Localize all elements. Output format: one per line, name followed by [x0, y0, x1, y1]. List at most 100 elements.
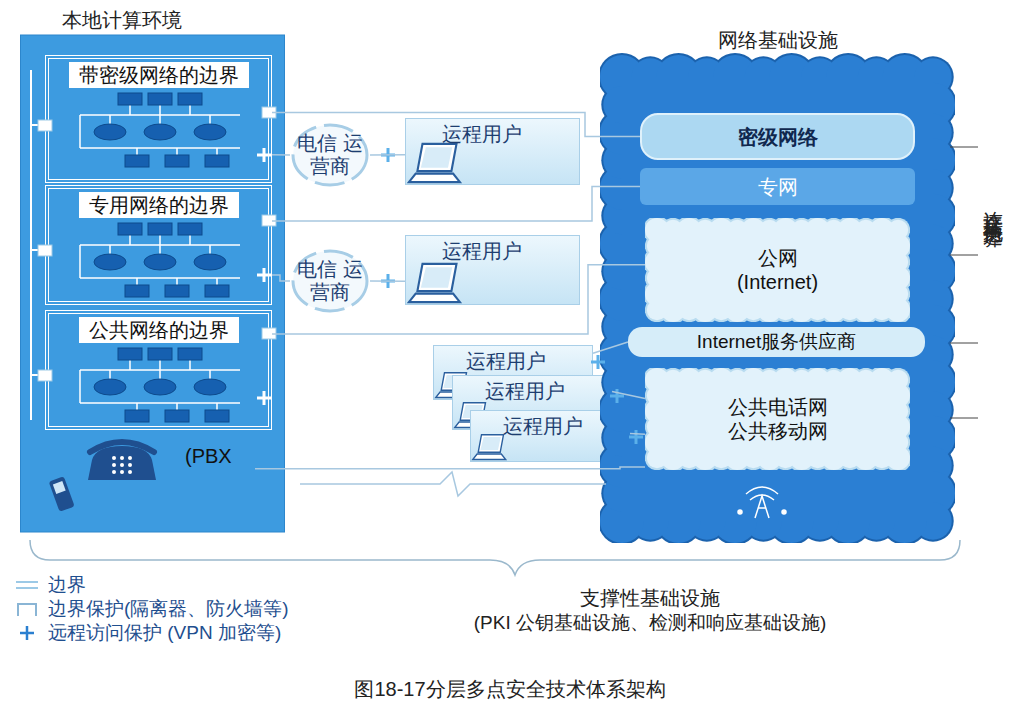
remote-access-protection: [591, 355, 605, 369]
ellipse-outline: [293, 251, 367, 311]
node-text: 运程用户: [442, 239, 522, 263]
cloud-shape: [645, 368, 910, 470]
connector-line: [612, 392, 645, 399]
wireless-link: [300, 472, 606, 496]
remote-access-protection: [257, 148, 271, 162]
remote-access-protection: [381, 148, 395, 162]
remote-access-protection: [629, 430, 643, 444]
legend-swatch: [14, 624, 40, 642]
boundary-protection: [38, 370, 52, 381]
boundary-link: [31, 70, 38, 420]
connector-line: [272, 265, 645, 334]
laptop-icon: [409, 144, 460, 182]
telephone-icon: [128, 463, 132, 467]
remote-access-protection: [381, 148, 643, 444]
network-band: 专网: [640, 168, 915, 205]
mobile-phone-icon: [53, 481, 66, 494]
node-text: 运程用户: [466, 349, 546, 373]
node-text: 公共电话网 公共移动网: [718, 395, 838, 443]
environment-panel: [21, 35, 285, 532]
environment-box: 本地计算环境带密级网络的边界专用网络的边界公共网络的边界(PBX: [20, 8, 285, 533]
connector-line: [255, 467, 645, 469]
boundary-box: 专用网络的边界: [45, 185, 272, 305]
cloud-body: [657, 230, 898, 310]
boundary-box: 带密级网络的边界: [45, 55, 272, 183]
mobile-phone-icon: [49, 476, 75, 512]
network-symbol: [80, 348, 240, 422]
connector-line: [272, 154, 290, 156]
remote-access-protection: [257, 391, 271, 405]
ellipse-outline: [293, 125, 367, 185]
telephone-icon: [112, 456, 132, 474]
laptop-base: [409, 294, 460, 303]
tower-icon: [755, 496, 769, 518]
carrier-ellipse: 电信 运营商: [290, 248, 370, 314]
carrier-ellipse: 电信 运营商: [290, 122, 370, 188]
cloud-body: [657, 380, 898, 458]
remote-access-protection: [257, 148, 271, 405]
cloud-body: [620, 75, 935, 523]
remote-user-box: 运程用户: [405, 118, 580, 185]
node-text: Internet服务供应商: [697, 331, 856, 354]
network-symbol: [80, 223, 240, 297]
legend-swatch: [14, 576, 40, 594]
laptop-display: [421, 267, 452, 287]
remote-access-protection: [257, 268, 271, 282]
telephone-icon: [88, 442, 156, 480]
connector-line: [272, 187, 640, 222]
node-text: 公网 (Internet): [718, 246, 838, 294]
network-cloud: 公网 (Internet): [645, 218, 910, 322]
laptop-base: [473, 454, 506, 460]
remote-access-sample: [20, 626, 34, 640]
node-text: 带密级网络的边界: [69, 62, 249, 88]
node-text: 密级网络: [738, 125, 818, 149]
pbx-node: (PBX: [185, 440, 255, 472]
telephone-icon: [112, 456, 116, 460]
figure-caption: 图18-17分层多点安全技术体系架构: [0, 676, 1020, 703]
network-band: Internet服务供应商: [628, 327, 925, 357]
laptop-display: [421, 147, 452, 167]
cloud-shape: [600, 53, 955, 543]
node-text: (PBX: [185, 444, 232, 468]
remote-user-box: 运程用户: [405, 235, 580, 305]
brace: [30, 540, 960, 575]
laptop-icon: [409, 264, 460, 302]
protection-sample: [18, 604, 36, 616]
telephone-icon: [120, 463, 124, 467]
telephone-icon: [90, 442, 154, 452]
connector-line: [630, 433, 645, 435]
cloud-body: [655, 228, 900, 312]
support-label: 支撑性基础设施: [450, 585, 850, 612]
boundary-protection: [262, 215, 276, 226]
network-band: 密级网络: [640, 113, 915, 160]
mobile-phone-icon: [49, 476, 75, 512]
boundary-protection: [38, 120, 52, 131]
node-text: 专用网络的边界: [79, 192, 239, 218]
telephone-icon: [112, 470, 116, 474]
legend-text: 远程访问保护 (VPN 加密等): [48, 620, 281, 646]
laptop-display: [480, 437, 500, 450]
connector-line: [272, 113, 640, 137]
support-label: (PKI 公钥基础设施、检测和响应基础设施): [420, 610, 880, 636]
cloud-outline: [645, 218, 910, 322]
network-symbol: [80, 93, 240, 167]
boundary-protection: [262, 107, 276, 118]
telephone-icon: [128, 456, 132, 460]
tower-icon: [782, 510, 786, 514]
connector-line: [593, 342, 628, 353]
boundary-sample: [16, 582, 38, 588]
external-link: [950, 147, 978, 418]
laptop-screen: [417, 264, 456, 291]
infrastructure-cloud: 网络基础设施密级网络专网公网 (Internet)Internet服务供应商公共…: [600, 28, 955, 543]
side-note: 连接至其他边界: [980, 195, 1007, 216]
external-link: [950, 147, 978, 418]
cloud-outline: [645, 368, 910, 470]
node-text: 公共网络的边界: [79, 317, 239, 343]
laptop-screen: [478, 435, 503, 453]
legend-row: 边界保护(隔离器、防火墙等): [14, 596, 289, 622]
remote-access-protection: [381, 274, 395, 288]
node-text: 运程用户: [503, 414, 583, 438]
legend-text: 边界保护(隔离器、防火墙等): [48, 596, 289, 622]
node-text: 专网: [758, 175, 798, 199]
